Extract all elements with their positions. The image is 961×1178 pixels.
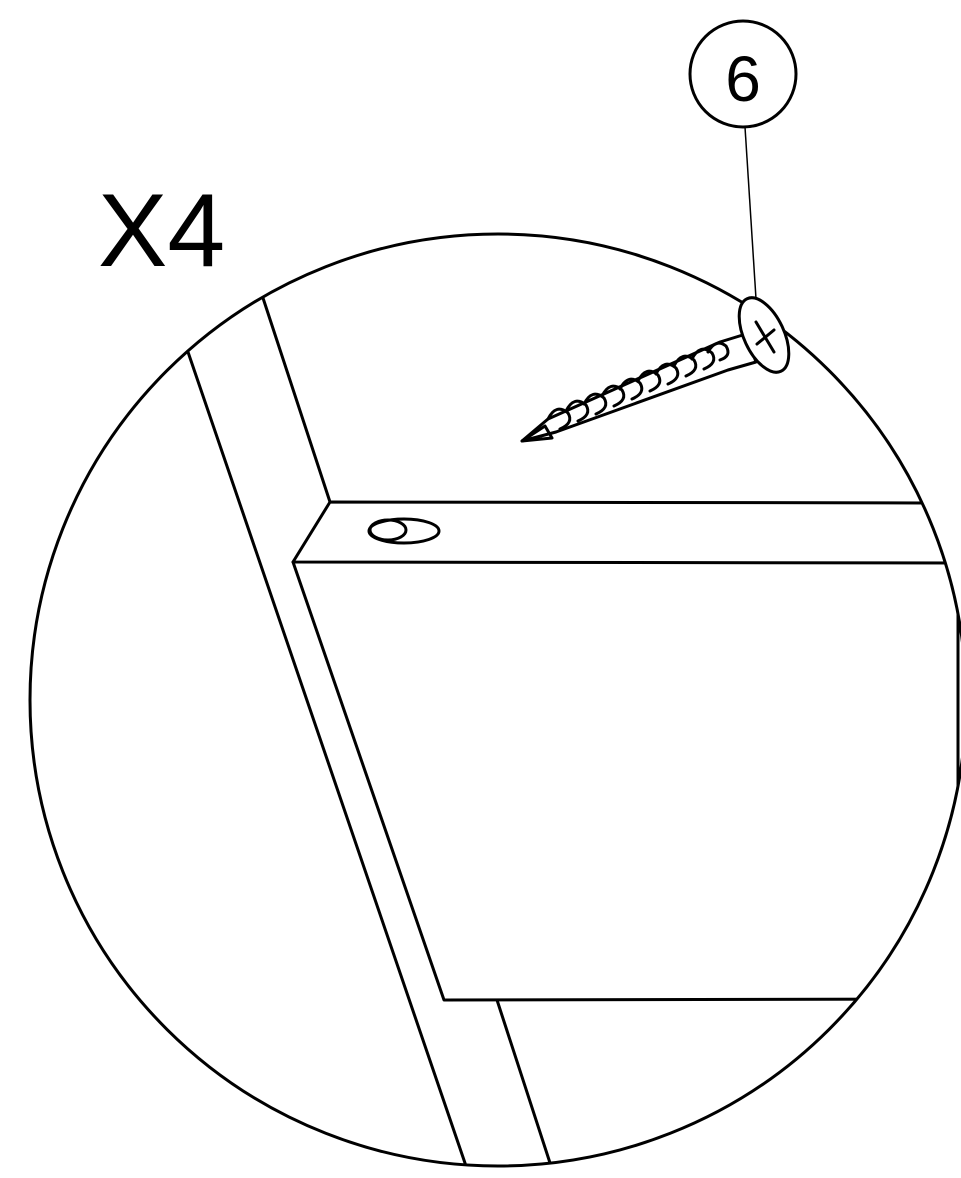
pre-drilled-hole-icon [367, 517, 441, 545]
side-panel-inner-edge-lower [495, 998, 553, 1166]
detail-circle [28, 232, 961, 1168]
screw-icon [520, 296, 791, 443]
side-panel-outer-edge [186, 350, 468, 1166]
part-callout-circle-icon [688, 19, 798, 129]
leader-line [744, 126, 759, 331]
shelf-front-face [291, 560, 961, 1002]
side-panel-inner-edge [261, 296, 332, 504]
quantity-label: X4 [98, 173, 225, 289]
detail-view [186, 296, 961, 1166]
shelf-top-face [291, 500, 961, 565]
part-callout: 6 [688, 19, 798, 331]
part-number: 6 [725, 43, 761, 115]
